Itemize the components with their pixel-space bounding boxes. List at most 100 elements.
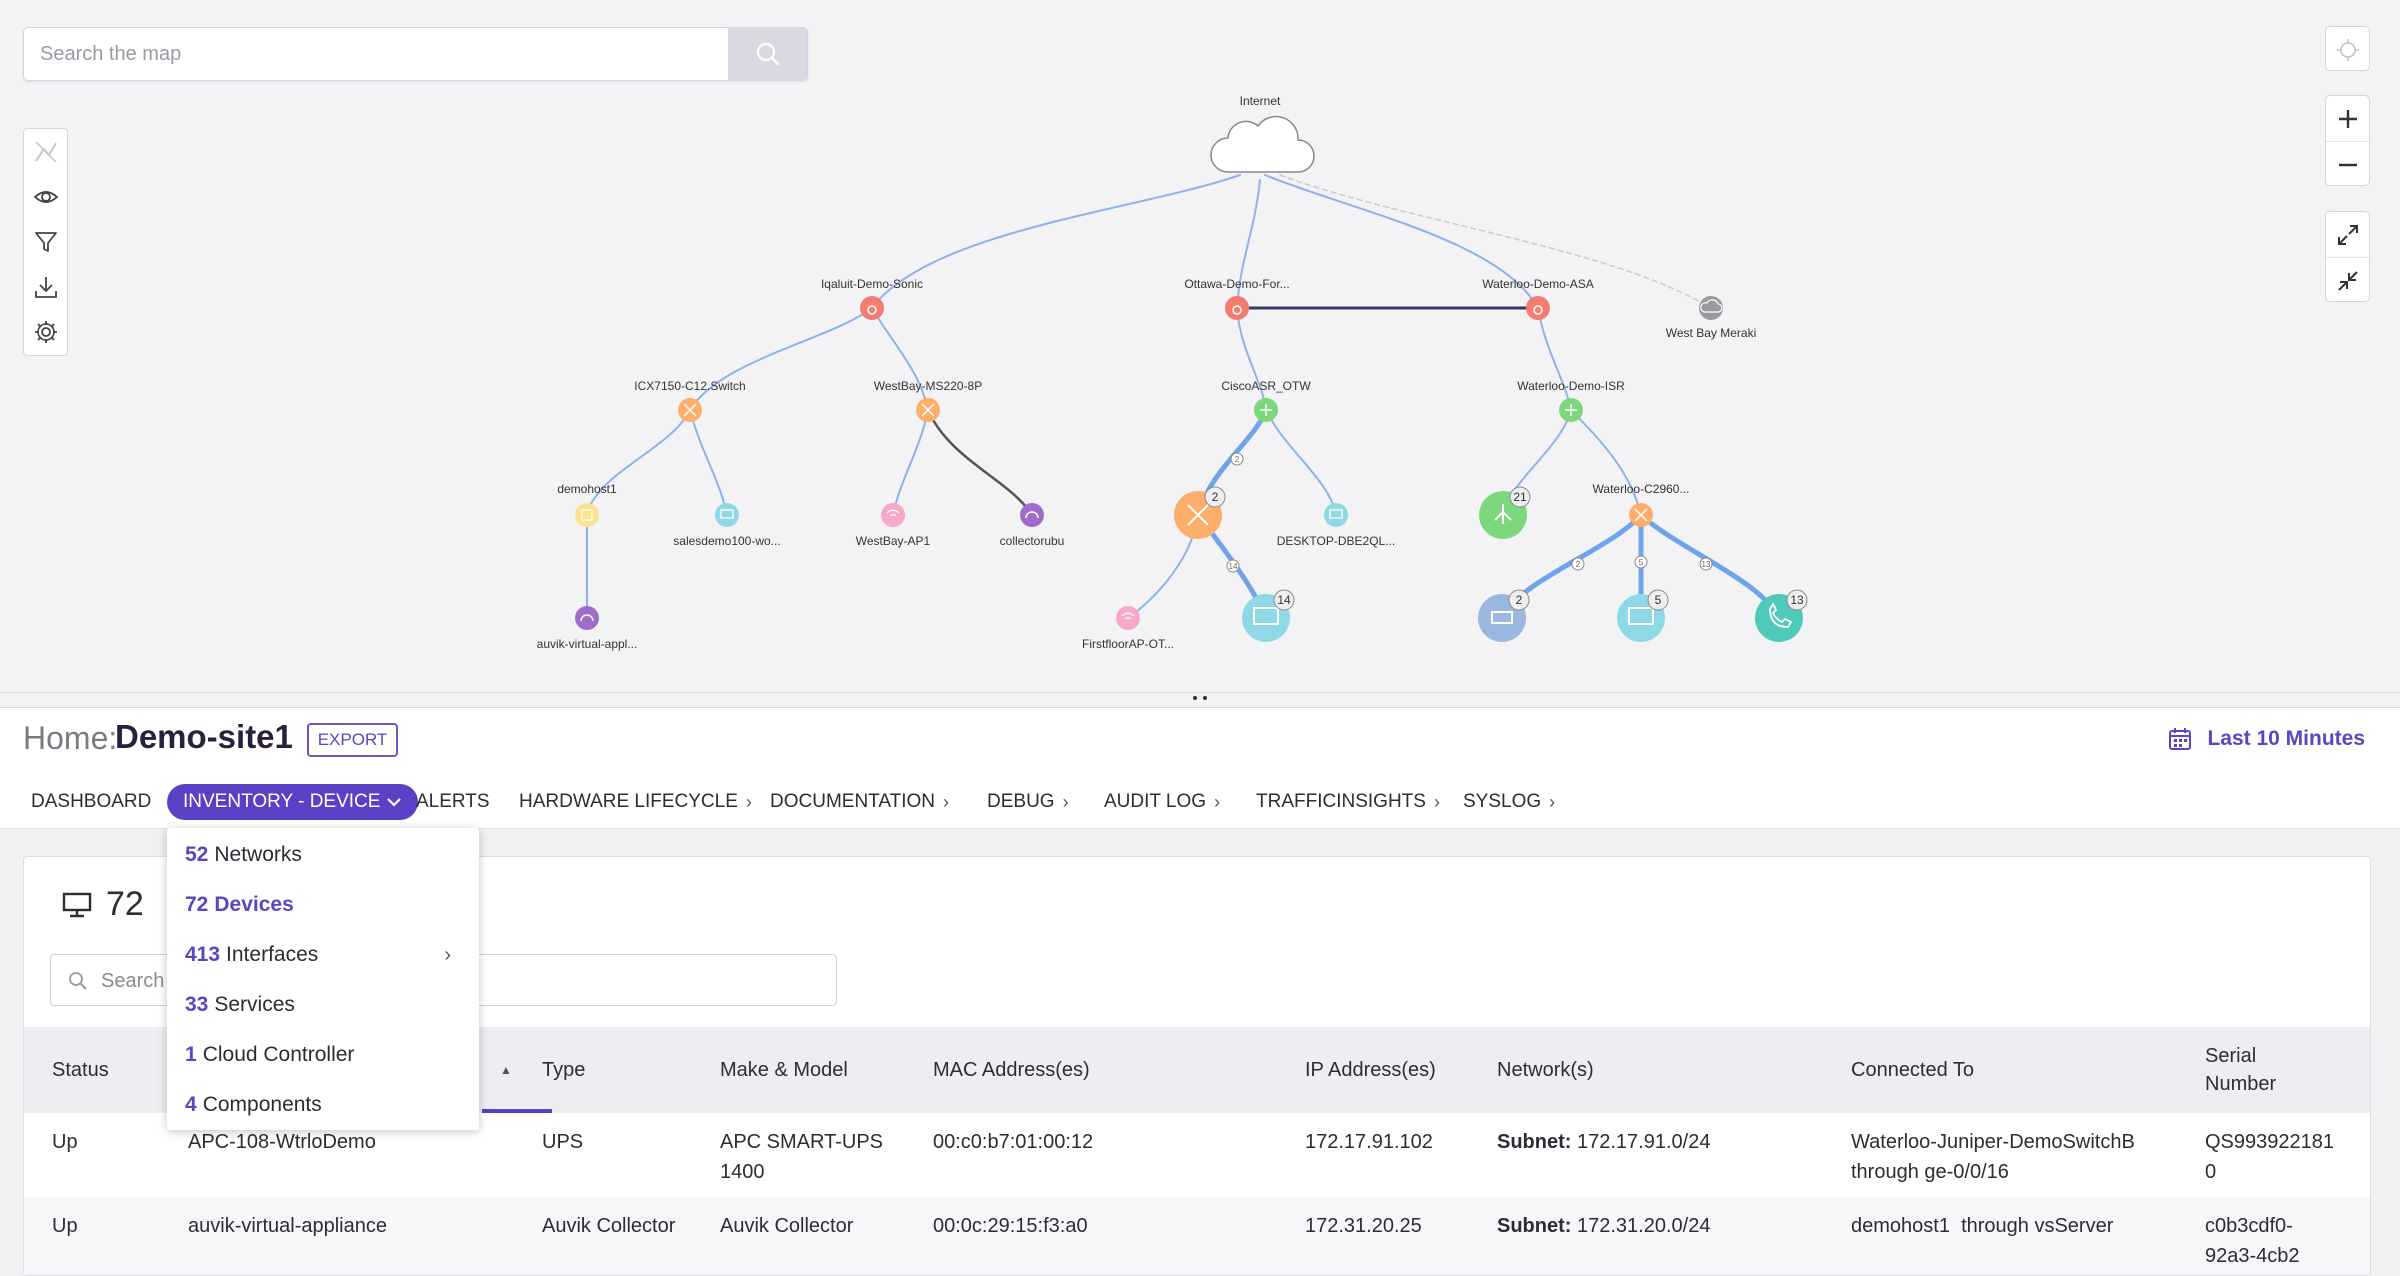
tab-hardware-lifecycle[interactable]: HARDWARE LIFECYCLE›	[519, 776, 752, 828]
node-demohost1[interactable]: demohost1	[557, 482, 617, 527]
node-waterloo-c2960[interactable]: Waterloo-C2960...	[1593, 482, 1690, 527]
locate-button[interactable]	[2326, 27, 2369, 72]
download-tool[interactable]	[24, 264, 67, 309]
zoom-in-button[interactable]	[2326, 96, 2369, 141]
make-line1: Auvik Collector	[720, 1215, 854, 1237]
cloud-icon	[1210, 115, 1315, 173]
col-serial-number[interactable]: Serial Number	[2205, 1027, 2276, 1113]
device-count-summary: 72	[62, 885, 144, 924]
col-ip[interactable]: IP Address(es)	[1305, 1059, 1436, 1081]
tab-syslog[interactable]: SYSLOG›	[1463, 776, 1555, 828]
cell-connected-to[interactable]: demohost1 through vsServer	[1851, 1215, 2114, 1237]
panel-resize-handle[interactable]	[0, 692, 2400, 708]
svg-text:Waterloo-C2960...: Waterloo-C2960...	[1593, 482, 1690, 496]
minus-icon	[2338, 163, 2357, 166]
node-desktop[interactable]: DESKTOP-DBE2QL...	[1277, 503, 1395, 548]
menu-item-count: 413	[185, 943, 221, 966]
node-network-group[interactable]: 21	[1479, 486, 1531, 539]
chevron-down-icon	[387, 798, 402, 807]
tab-debug[interactable]: DEBUG›	[987, 776, 1069, 828]
tab-trafficinsights[interactable]: TRAFFICINSIGHTS›	[1256, 776, 1440, 828]
node-switch-group[interactable]: 2	[1174, 486, 1226, 539]
path-trace-tool[interactable]	[24, 129, 67, 174]
search-icon	[756, 42, 779, 66]
node-desktop-group[interactable]: 5	[1617, 589, 1669, 642]
node-salesdemo[interactable]: salesdemo100-wo...	[673, 503, 781, 548]
expand-button[interactable]	[2326, 212, 2369, 257]
link-isr-c2960	[1570, 409, 1642, 516]
filter-tool[interactable]	[24, 219, 67, 264]
cell-network[interactable]: Subnet: 172.31.20.0/24	[1497, 1211, 1710, 1241]
svg-text:WestBay-MS220-8P: WestBay-MS220-8P	[874, 379, 983, 393]
col-networks[interactable]: Network(s)	[1497, 1059, 1594, 1081]
tab-inventory[interactable]: INVENTORY - DEVICE	[167, 784, 419, 820]
serial-line2: 92a3-4cb2	[2205, 1245, 2300, 1267]
col-connected-to[interactable]: Connected To	[1851, 1059, 1975, 1081]
topology-map[interactable]: 2 14 2 5 13 Internet Iqaluit-Demo-Sonic …	[0, 0, 2400, 692]
svg-text:2: 2	[1576, 560, 1581, 569]
sort-asc-icon[interactable]: ▲	[500, 1063, 512, 1077]
cell-type: UPS	[542, 1131, 584, 1153]
tab-label: DOCUMENTATION	[770, 791, 936, 812]
node-auvik-appl[interactable]: auvik-virtual-appl...	[537, 606, 638, 651]
workstation-icon	[715, 503, 739, 527]
export-button[interactable]: EXPORT	[307, 723, 398, 757]
node-collectorubu[interactable]: collectorubu	[1000, 503, 1065, 548]
tab-label: TRAFFICINSIGHTS	[1256, 791, 1426, 812]
tab-audit-log[interactable]: AUDIT LOG›	[1104, 776, 1220, 828]
node-iqaluit[interactable]: Iqaluit-Demo-Sonic	[821, 277, 923, 320]
node-westbay-meraki[interactable]: West Bay Meraki	[1666, 296, 1756, 340]
node-westbay-ms[interactable]: WestBay-MS220-8P	[874, 379, 983, 422]
node-printer-group[interactable]: 2	[1478, 589, 1530, 642]
download-icon	[34, 276, 57, 298]
col-status[interactable]: Status	[52, 1059, 109, 1081]
node-monitor-group[interactable]: 14	[1242, 589, 1295, 642]
zoom-out-button[interactable]	[2326, 141, 2369, 187]
menu-item-count: 4	[185, 1093, 197, 1116]
link-internet-ottawa	[1236, 179, 1261, 309]
make-line2: 1400	[720, 1161, 765, 1183]
node-phone-group[interactable]: 13	[1755, 589, 1808, 642]
col-type[interactable]: Type	[542, 1059, 586, 1081]
cell-network[interactable]: Subnet: 172.17.91.0/24	[1497, 1127, 1710, 1157]
map-search-input[interactable]	[24, 28, 730, 80]
svg-text:14: 14	[1229, 562, 1238, 571]
view-toggle[interactable]	[24, 174, 67, 219]
settings-tool[interactable]	[24, 309, 67, 354]
internet-cloud-node[interactable]: Internet	[1210, 94, 1315, 173]
breadcrumb-home[interactable]: Home:	[23, 720, 118, 756]
topology-map-canvas[interactable]: 2 14 2 5 13 Internet Iqaluit-Demo-Sonic …	[0, 0, 2400, 692]
svg-text:5: 5	[1655, 593, 1662, 607]
table-row[interactable]: Up APC-108-WtrloDemo UPS APC SMART-UPS 1…	[24, 1113, 2370, 1198]
cell-connected-to[interactable]: Waterloo-Juniper-DemoSwitchB through ge-…	[1851, 1127, 2135, 1187]
node-westbay-ap1[interactable]: WestBay-AP1	[856, 503, 931, 548]
node-firstfloor-ap[interactable]: FirstfloorAP-OT...	[1082, 606, 1174, 651]
node-ottawa[interactable]: Ottawa-Demo-For...	[1184, 277, 1290, 320]
node-cisco-asr[interactable]: CiscoASR_OTW	[1221, 379, 1311, 422]
time-range-selector[interactable]: Last 10 Minutes	[2167, 726, 2365, 752]
col-mac[interactable]: MAC Address(es)	[933, 1059, 1090, 1081]
node-waterloo-asa[interactable]: Waterloo-Demo-ASA	[1482, 277, 1594, 320]
tab-dashboard[interactable]: DASHBOARD	[31, 776, 151, 828]
cell-name[interactable]: auvik-virtual-appliance	[188, 1215, 387, 1237]
drag-dots-icon	[1193, 696, 1207, 704]
svg-text:21: 21	[1513, 490, 1527, 504]
tab-documentation[interactable]: DOCUMENTATION›	[770, 776, 949, 828]
node-waterloo-isr[interactable]: Waterloo-Demo-ISR	[1517, 379, 1625, 422]
map-search-button[interactable]	[728, 28, 807, 80]
collapse-button[interactable]	[2326, 257, 2369, 303]
collapse-icon	[2337, 270, 2358, 291]
tab-label: ALERTS	[416, 791, 490, 812]
cell-name[interactable]: APC-108-WtrloDemo	[188, 1131, 376, 1153]
col-make-model[interactable]: Make & Model	[720, 1059, 848, 1081]
tab-alerts[interactable]: ALERTS	[416, 776, 490, 828]
table-row[interactable]: Up auvik-virtual-appliance Auvik Collect…	[24, 1197, 2370, 1275]
node-icx[interactable]: ICX7150-C12.Switch	[634, 379, 746, 422]
page-title: Demo-site1	[115, 718, 293, 755]
